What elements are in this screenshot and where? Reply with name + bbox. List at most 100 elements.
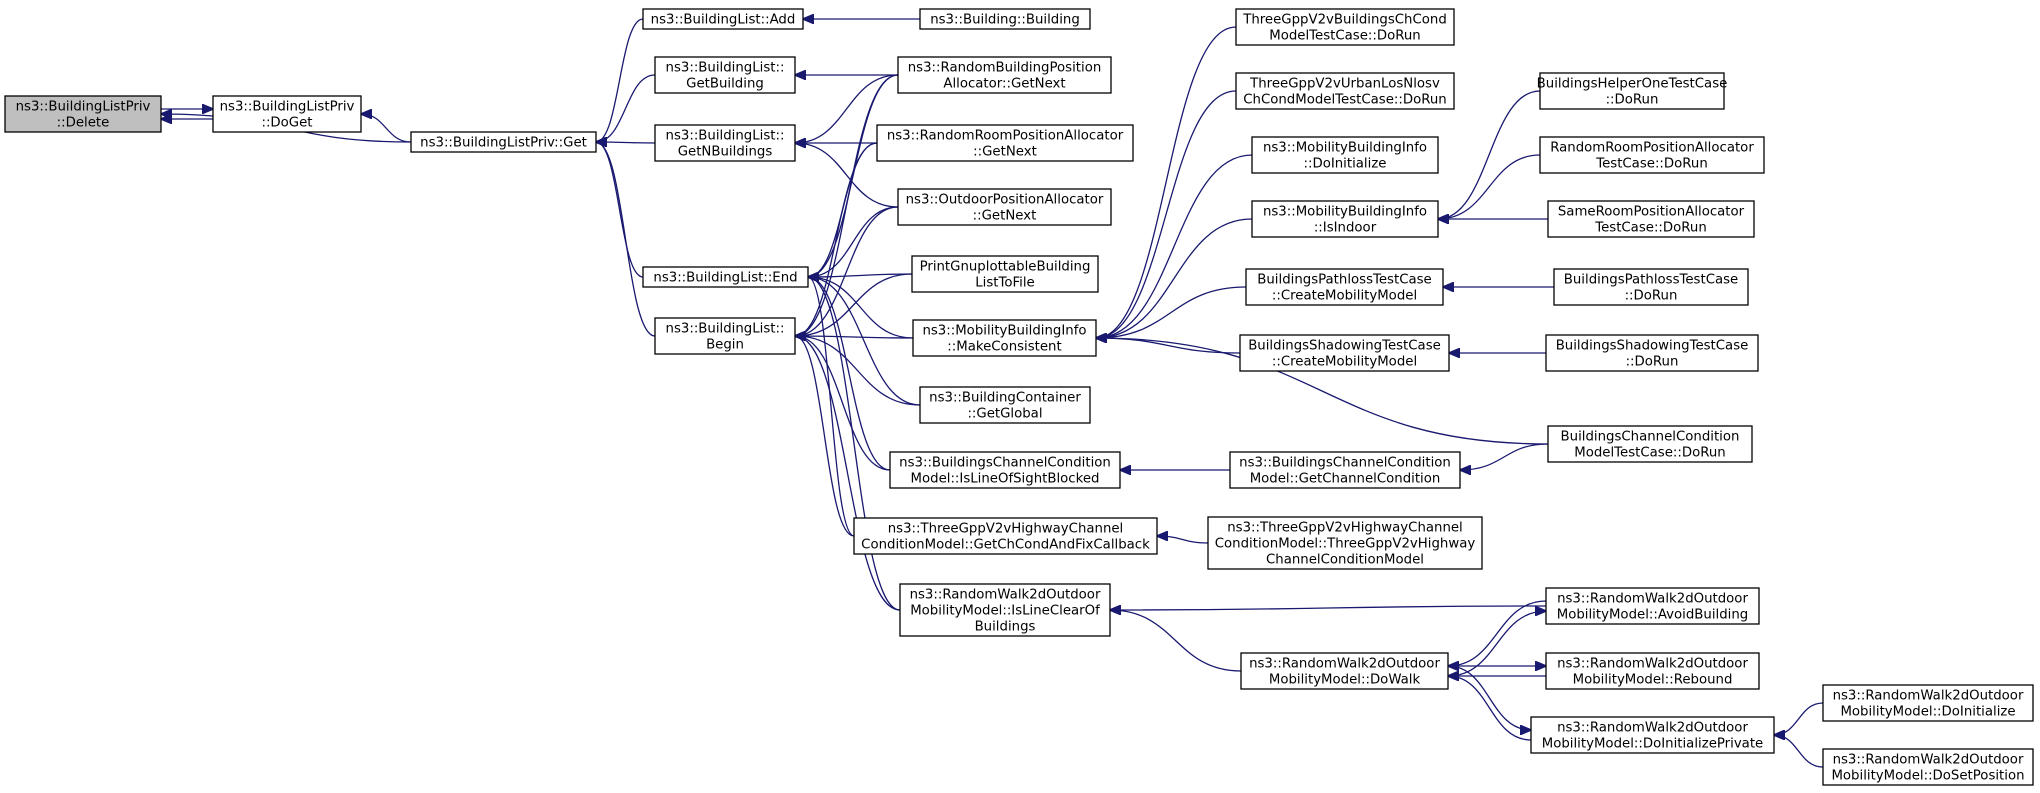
node-label: BuildingsHelperOneTestCase [1537, 77, 1728, 92]
node-box [919, 8, 1091, 30]
node-box [1822, 684, 2034, 722]
node-bl_add[interactable]: ns3::BuildingList::Add [642, 8, 804, 30]
node-box [919, 386, 1091, 424]
node-tgv_hw[interactable]: ns3::ThreeGppV2vHighwayChannelConditionM… [853, 517, 1158, 555]
node-tgv_hw_ctor[interactable]: ns3::ThreeGppV2vHighwayChannelConditionM… [1207, 516, 1483, 570]
node-delete[interactable]: ns3::BuildingListPriv::Delete [4, 95, 162, 133]
edge-pgbl-to-bl_begin [795, 273, 913, 336]
edge-rw_avoid-to-rw_clear [1110, 606, 1547, 610]
edge-rw_doinit-to-rw_initpriv [1774, 702, 1824, 735]
node-bccm_gcc[interactable]: ns3::BuildingsChannelConditionModel::Get… [1229, 451, 1461, 489]
node-box [1539, 136, 1765, 174]
node-box [911, 255, 1099, 293]
edge-pgbl-to-bl_end [808, 274, 913, 277]
node-bcctc_run[interactable]: BuildingsChannelConditionModelTestCase::… [1547, 425, 1753, 463]
node-opa[interactable]: ns3::OutdoorPositionAllocator::GetNext [897, 188, 1112, 226]
node-label: MobilityModel::DoWalk [1269, 673, 1421, 688]
node-doget[interactable]: ns3::BuildingListPriv::DoGet [212, 95, 362, 133]
node-label: ModelTestCase::DoRun [1269, 29, 1420, 44]
node-rw_initpriv[interactable]: ns3::RandomWalk2dOutdoorMobilityModel::D… [1530, 716, 1775, 754]
node-label: ::DoRun [1625, 289, 1678, 304]
node-bl_end[interactable]: ns3::BuildingList::End [642, 266, 809, 288]
edge-bccm_los-to-bl_end [808, 277, 891, 471]
node-bl_begin[interactable]: ns3::BuildingList::Begin [654, 317, 796, 355]
node-label: ns3::RandomWalk2dOutdoor [1557, 592, 1748, 607]
edge-rrpa_tc-to-mbi_indoor [1438, 154, 1541, 219]
node-label: Model::IsLineOfSightBlocked [911, 472, 1100, 487]
node-rw_clear[interactable]: ns3::RandomWalk2dOutdoorMobilityModel::I… [899, 583, 1111, 637]
node-label: SameRoomPositionAllocator [1558, 205, 1745, 220]
node-label: RandomRoomPositionAllocator [1550, 141, 1754, 156]
node-rw_setpos[interactable]: ns3::RandomWalk2dOutdoorMobilityModel::D… [1822, 748, 2034, 786]
node-bl_getn[interactable]: ns3::BuildingList::GetNBuildings [654, 124, 796, 162]
node-building[interactable]: ns3::Building::Building [919, 8, 1091, 30]
edge-bccm_los-to-bl_begin [795, 336, 891, 471]
node-label: MobilityModel::DoInitialize [1840, 705, 2015, 720]
node-label: ThreeGppV2vUrbanLosNlosv [1249, 77, 1440, 92]
edge-tgv_hw_ctor-to-tgv_hw [1157, 536, 1209, 544]
node-tgv_bcc[interactable]: ThreeGppV2vBuildingsChCondModelTestCase:… [1235, 8, 1455, 46]
node-rw_avoid[interactable]: ns3::RandomWalk2dOutdoorMobilityModel::A… [1545, 587, 1760, 625]
node-rw_dowalk[interactable]: ns3::RandomWalk2dOutdoorMobilityModel::D… [1240, 652, 1449, 690]
node-get[interactable]: ns3::BuildingListPriv::Get [410, 131, 597, 153]
node-label: ::IsIndoor [1314, 221, 1377, 236]
node-box [1553, 268, 1749, 306]
edge-bl_getbuilding-to-get [596, 74, 656, 142]
node-rrpa[interactable]: ns3::RandomRoomPositionAllocator::GetNex… [876, 124, 1134, 162]
node-label: ::MakeConsistent [947, 340, 1061, 355]
node-label: ModelTestCase::DoRun [1574, 446, 1725, 461]
edge-opa-to-bl_begin [795, 206, 899, 336]
node-mbi_mc[interactable]: ns3::MobilityBuildingInfo::MakeConsisten… [912, 319, 1097, 357]
node-label: ns3::BuildingListPriv::Get [420, 136, 587, 151]
node-label: ns3::BuildingList:: [666, 322, 785, 337]
node-box [654, 56, 796, 94]
node-label: MobilityModel::Rebound [1573, 673, 1733, 688]
node-label: ns3::BuildingList::End [653, 271, 797, 286]
node-box [1229, 451, 1461, 489]
node-mbi_init[interactable]: ns3::MobilityBuildingInfo::DoInitialize [1251, 136, 1439, 174]
node-rrpa_tc[interactable]: RandomRoomPositionAllocatorTestCase::DoR… [1539, 136, 1765, 174]
node-label: MobilityModel::DoInitializePrivate [1542, 737, 1763, 752]
edge-bl_begin-to-get [596, 142, 656, 337]
node-box [1822, 748, 2034, 786]
edge-opa-to-bl_getn [795, 143, 899, 208]
node-mbi_indoor[interactable]: ns3::MobilityBuildingInfo::IsIndoor [1251, 200, 1439, 238]
edge-rw_avoid-to-rw_dowalk [1448, 600, 1547, 666]
node-bptc_run[interactable]: BuildingsPathlossTestCase::DoRun [1553, 268, 1749, 306]
node-tgv_uln[interactable]: ThreeGppV2vUrbanLosNlosvChCondModelTestC… [1235, 72, 1455, 110]
edge-tgv_bcc-to-mbi_mc [1096, 26, 1237, 338]
node-label: ::DoRun [1626, 355, 1679, 370]
node-label: ns3::BuildingList::Add [651, 13, 796, 28]
node-box [1547, 200, 1755, 238]
node-rbpa[interactable]: ns3::RandomBuildingPositionAllocator::Ge… [897, 56, 1112, 94]
node-label: ns3::Building::Building [930, 13, 1080, 28]
node-label: ns3::ThreeGppV2vHighwayChannel [888, 522, 1124, 537]
node-bl_getbuilding[interactable]: ns3::BuildingList::GetBuilding [654, 56, 796, 94]
edge-bptc_cmm-to-mbi_mc [1096, 286, 1247, 338]
node-label: ::DoGet [261, 116, 312, 131]
node-label: ::GetNext [973, 145, 1037, 160]
node-rw_doinit[interactable]: ns3::RandomWalk2dOutdoorMobilityModel::D… [1822, 684, 2034, 722]
node-bptc_cmm[interactable]: BuildingsPathlossTestCase::CreateMobilit… [1245, 268, 1444, 306]
edge-tgv_uln-to-mbi_mc [1096, 90, 1237, 338]
node-bccm_los[interactable]: ns3::BuildingsChannelConditionModel::IsL… [889, 451, 1121, 489]
edge-mbi_init-to-mbi_mc [1096, 154, 1253, 338]
node-bstc_run[interactable]: BuildingsShadowingTestCase::DoRun [1545, 334, 1759, 372]
node-box [410, 131, 597, 153]
node-bstc_cmm[interactable]: BuildingsShadowingTestCase::CreateMobili… [1239, 334, 1450, 372]
edge-bl_getn-to-get [596, 142, 656, 143]
node-label: ns3::MobilityBuildingInfo [1263, 141, 1427, 156]
node-label: ::Delete [57, 116, 110, 131]
node-bhot_run[interactable]: BuildingsHelperOneTestCase::DoRun [1537, 72, 1728, 110]
node-rw_rebound[interactable]: ns3::RandomWalk2dOutdoorMobilityModel::R… [1545, 652, 1760, 690]
node-label: BuildingsShadowingTestCase [1556, 339, 1749, 354]
edge-rw_dowalk-to-rw_initpriv [1447, 665, 1531, 730]
edge-opa-to-bl_end [808, 206, 899, 277]
edge-rbpa-to-bl_getn [795, 74, 899, 143]
node-label: Allocator::GetNext [943, 77, 1065, 92]
node-box [853, 517, 1158, 555]
edge-rw_clear-to-bl_begin [795, 336, 901, 611]
node-bc_gg[interactable]: ns3::BuildingContainer::GetGlobal [919, 386, 1091, 424]
